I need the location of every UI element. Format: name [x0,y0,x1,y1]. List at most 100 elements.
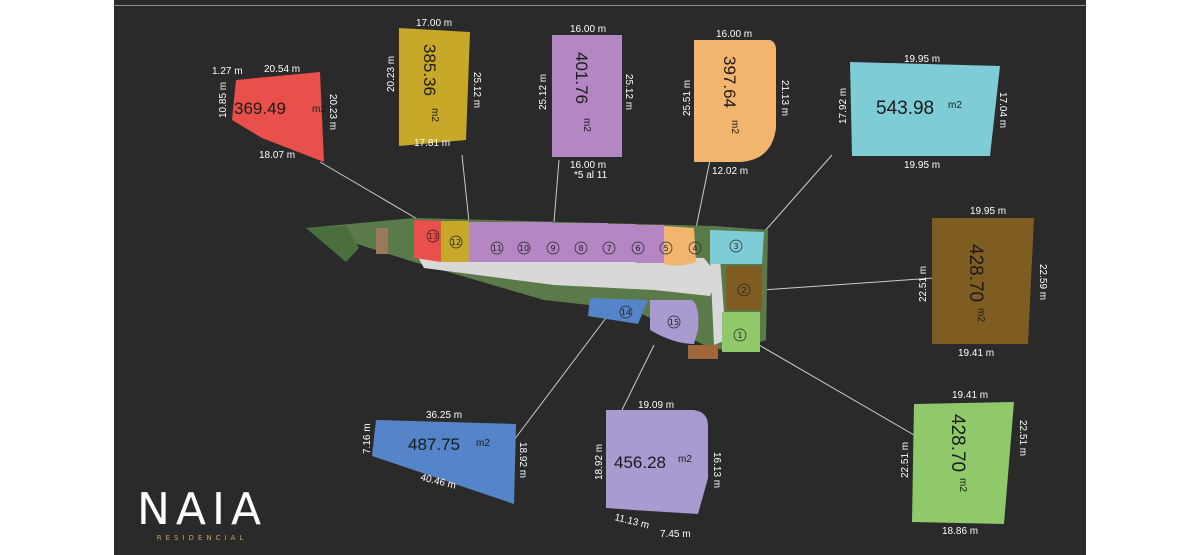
lot-12-unit: m2 [429,108,440,122]
leader-1 [758,344,915,436]
site-lot-9 [524,222,552,262]
leader-11 [553,159,560,223]
lot-12-dim-2: 20.23 m [386,56,397,92]
site-lot-num-8: 8 [574,241,588,255]
lot-1-dim-4: 18.86 m [942,526,978,537]
lot-12-dim-3: 25.12 m [471,72,482,108]
lot-13-dim-3: 10.85 m [218,82,229,118]
lot-1-dim-2: 22.51 m [900,442,911,478]
lot-3-detail: 543.98 m2 19.95 m 17.92 m 17.04 m 19.95 … [838,54,1008,171]
svg-text:3: 3 [733,242,738,251]
lot-2-dim-2: 22.51 m [918,266,929,302]
lot-12-dim-1: 17.00 m [416,18,452,29]
lot-15-area: 456.28 [614,453,666,472]
lot-15-unit: m2 [678,454,692,465]
lot-12-shape [399,28,470,146]
lot-2-dim-4: 19.41 m [958,348,994,359]
site-lot-num-10: 10 [517,241,531,255]
lot-5-11-dim-1: 16.00 m [570,24,606,35]
site-lot-2 [726,266,762,310]
site-lot-7 [580,223,608,262]
svg-text:6: 6 [635,244,640,253]
lot-4-shape [694,40,776,162]
site-lot-11 [469,222,497,262]
lot-5-11-dim-4: 16.00 m [570,160,606,171]
leader-15 [621,344,655,411]
svg-text:2: 2 [741,286,746,295]
lot-13-dim-4: 20.23 m [327,94,338,130]
leader-4 [695,159,711,229]
lot-3-dim-4: 19.95 m [904,160,940,171]
svg-text:12: 12 [451,238,461,247]
svg-text:10: 10 [519,244,529,253]
site-lot-5 [636,225,664,263]
lot-14-shape [372,420,516,504]
lot-3-dim-3: 17.04 m [997,92,1008,128]
svg-text:13: 13 [428,232,438,241]
lot-2-shape [932,218,1034,344]
site-garden-tip [306,226,359,262]
site-plan-svg: 13 12 11 10 9 8 7 6 5 4 3 2 1 14 15 369.… [212,18,1048,540]
svg-text:14: 14 [621,308,631,317]
site-lot-num-13: 13 [426,229,440,243]
lot-14-detail: 487.75 m2 36.25 m 7.16 m 18.92 m 40.46 m [362,410,528,504]
site-clubhouse [376,228,388,254]
svg-text:15: 15 [669,318,679,327]
lot-4-dim-3: 21.13 m [779,80,790,116]
site-lot-numbers: 13 12 11 10 9 8 7 6 5 4 3 2 1 14 15 [426,229,751,342]
lot-5-11-dim-3: 25.12 m [623,74,634,110]
lot-5-11-detail: 401.76 m2 16.00 m 25.12 m 25.12 m 16.00 … [538,24,634,181]
lot-1-shape [912,402,1014,524]
leader-2 [761,277,935,291]
lot-5-11-unit: m2 [581,118,592,132]
site-lot-10 [497,222,524,262]
site-lot-12 [441,221,469,262]
site-plan-panel: 13 12 11 10 9 8 7 6 5 4 3 2 1 14 15 369.… [114,0,1086,555]
svg-text:8: 8 [578,244,583,253]
lot-4-dim-4: 12.02 m [712,166,748,177]
lot-5-11-area: 401.76 [572,52,591,104]
site-lot-8 [552,223,580,262]
site-lot-1 [722,312,760,352]
lot-1-area: 428.70 [947,414,968,472]
lot-5-11-shape [552,35,622,157]
lot-13-dim-5: 18.07 m [259,150,295,161]
leader-3 [763,154,833,233]
lot-13-detail: 369.49 m2 1.27 m 20.54 m 10.85 m 20.23 m… [212,64,338,162]
lot-3-area: 543.98 [876,98,934,119]
lot-3-unit: m2 [948,100,962,111]
lot-4-detail: 397.64 m2 16.00 m 25.51 m 21.13 m 12.02 … [682,29,790,177]
lot-2-dim-1: 19.95 m [970,206,1006,217]
lot-12-dim-4: 17.81 m [414,138,450,149]
svg-text:9: 9 [550,244,555,253]
site-lot-num-1: 1 [733,328,747,342]
site-lot-num-2: 2 [737,283,751,297]
lot-14-dim-1: 36.25 m [426,410,462,421]
lot-3-dim-1: 19.95 m [904,54,940,65]
lot-14-dim-3: 18.92 m [517,442,528,478]
lot-5-11-note: *5 al 11 [574,170,608,181]
lot-13-dim-1: 1.27 m [212,66,243,77]
svg-text:11: 11 [492,244,502,253]
lot-15-shape [606,410,708,514]
lot-2-dim-3: 22.59 m [1037,264,1048,300]
site-lot-num-15: 15 [667,315,681,329]
lot-12-area: 385.36 [420,44,439,96]
svg-text:7: 7 [606,244,611,253]
lot-14-dim-2: 7.16 m [362,423,373,454]
lot-15-dim-4: 11.13 m [613,512,650,531]
site-lot-num-12: 12 [449,235,463,249]
svg-text:1: 1 [737,331,742,340]
lot-15-detail: 456.28 m2 19.09 m 18.92 m 16.13 m 11.13 … [594,400,722,540]
lot-13-area: 369.49 [234,99,286,118]
logo-wordmark: NAIA [136,484,268,535]
site-lot-num-6: 6 [631,241,645,255]
lot-15-dim-1: 19.09 m [638,400,674,411]
site-plan: 13 12 11 10 9 8 7 6 5 4 3 2 1 14 15 [306,218,768,359]
lot-14-unit: m2 [476,438,490,449]
naia-logo: NAIA RESIDENCIAL [132,484,272,543]
site-lot-num-3: 3 [729,239,743,253]
top-rule [114,5,1086,6]
site-lot-num-4: 4 [688,241,702,255]
lot-1-unit: m2 [957,478,968,492]
